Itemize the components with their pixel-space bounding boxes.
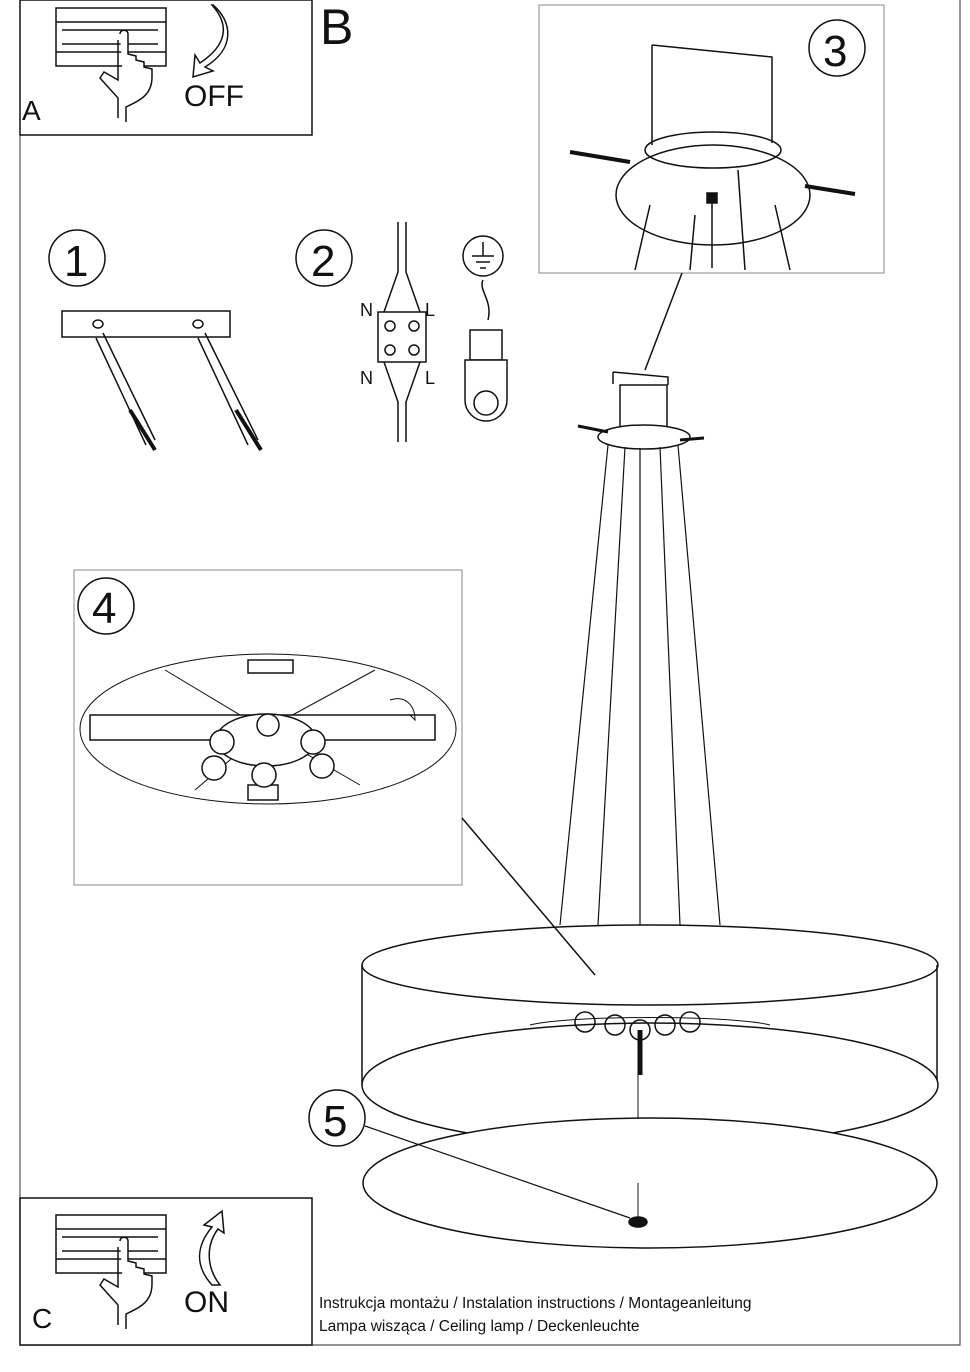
arrow-up-icon <box>198 1209 225 1286</box>
hand-icon <box>99 29 153 122</box>
suspension-cables <box>559 444 721 926</box>
arrow-down-icon <box>192 4 229 79</box>
step1-number: 1 <box>64 237 88 286</box>
lamp-canopy <box>577 371 705 450</box>
panel-3-canopy-detail: 3 <box>538 4 885 274</box>
terminal-block <box>377 311 427 363</box>
page-frame <box>19 0 961 1346</box>
label-n-top: N <box>360 300 373 320</box>
panel-4-bulb-assembly: 4 <box>73 569 463 886</box>
label-a: A <box>22 95 41 126</box>
breaker-icon <box>55 7 167 67</box>
step4-number: 4 <box>92 584 116 633</box>
step1-mounting-bracket: 1 <box>48 229 263 452</box>
hand-icon <box>99 1236 153 1329</box>
step2-number: 2 <box>311 237 335 286</box>
label-n-bottom: N <box>360 368 373 388</box>
label-b: B <box>320 0 353 55</box>
panel-c-power-on: C ON <box>19 1197 313 1346</box>
panel-a-power-off: A OFF <box>19 0 313 136</box>
label-on: ON <box>184 1286 229 1319</box>
step2-wiring: 2 N L N L <box>295 222 508 442</box>
caption-line-1: Instrukcja montażu / Instalation instruc… <box>319 1295 752 1312</box>
step5-marker: 5 <box>308 1089 631 1219</box>
leader-line-3 <box>644 272 683 371</box>
label-c: C <box>32 1303 52 1334</box>
label-off: OFF <box>184 80 244 113</box>
step5-number: 5 <box>323 1097 347 1146</box>
label-l-bottom: L <box>425 368 435 388</box>
ground-icon <box>462 235 504 277</box>
step3-number: 3 <box>823 27 847 76</box>
diffuser-disc <box>362 1117 938 1249</box>
label-l-top: L <box>425 300 435 320</box>
caption-line-2: Lampa wisząca / Ceiling lamp / Deckenleu… <box>319 1318 640 1335</box>
leader-line-4 <box>461 817 596 976</box>
breaker-icon <box>55 1214 167 1274</box>
